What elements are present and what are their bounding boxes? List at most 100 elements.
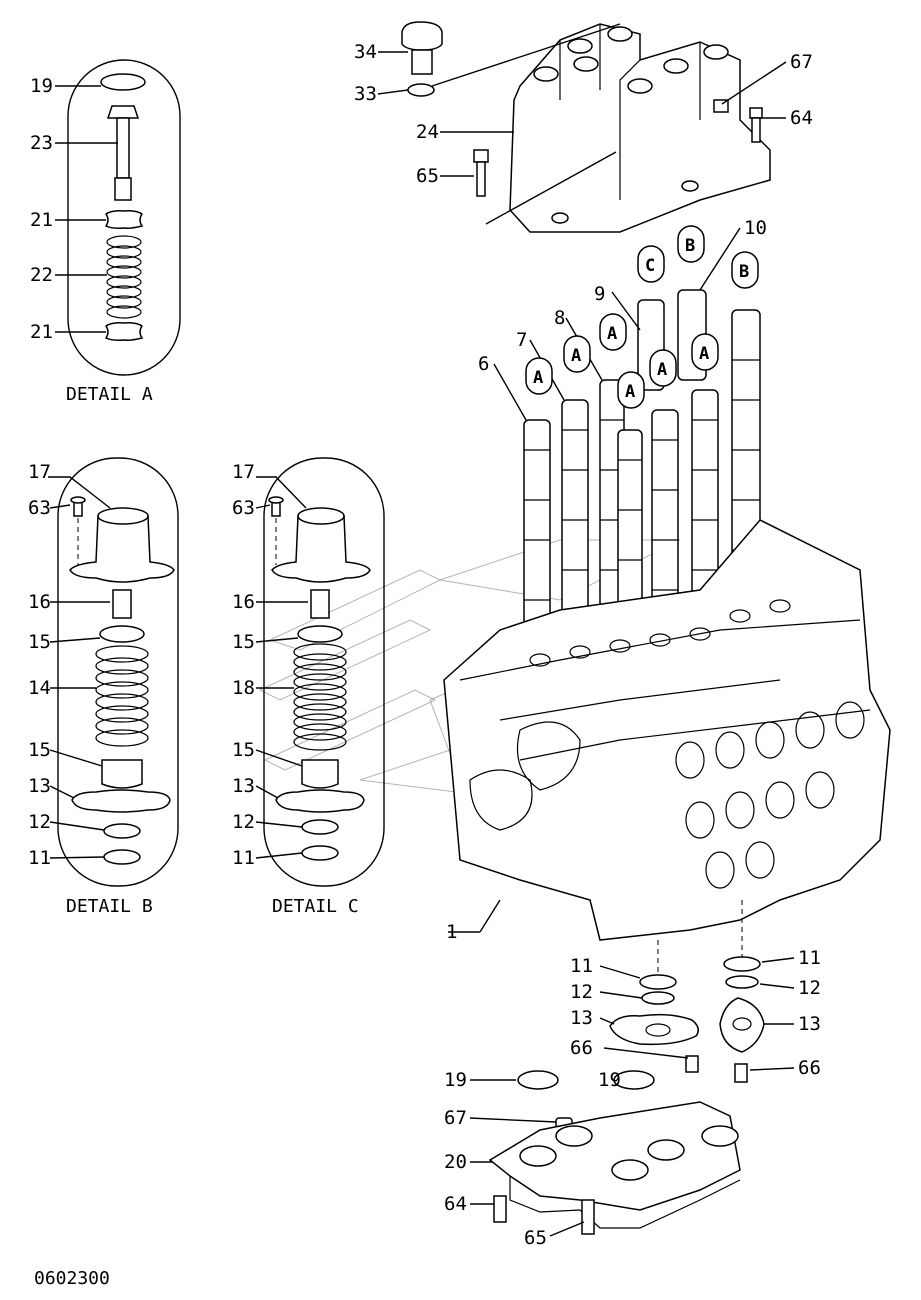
bubble-label: A bbox=[533, 368, 543, 388]
o-ring bbox=[407, 83, 435, 97]
seal bbox=[301, 819, 339, 835]
bubble-label: A bbox=[571, 346, 581, 366]
seal bbox=[639, 974, 677, 990]
flange-plate bbox=[71, 789, 171, 813]
o-ring bbox=[100, 73, 146, 91]
spool-end bbox=[112, 589, 132, 619]
callout-label: 19 bbox=[598, 1069, 621, 1091]
detail-c-outline bbox=[263, 457, 385, 887]
bubble bbox=[525, 357, 553, 395]
spring bbox=[95, 645, 149, 747]
bubble bbox=[691, 333, 719, 371]
callout-label: 13 bbox=[798, 1013, 821, 1035]
callout-label: 11 bbox=[28, 847, 51, 869]
callout-label: 66 bbox=[570, 1037, 593, 1059]
seal bbox=[301, 845, 339, 861]
cover-body bbox=[509, 23, 771, 233]
flange-plate bbox=[719, 997, 765, 1053]
o-ring bbox=[613, 1070, 655, 1090]
spring-seat bbox=[99, 625, 145, 643]
bubble-label: A bbox=[625, 382, 635, 402]
seal bbox=[103, 849, 141, 865]
callout-label: 15 bbox=[28, 631, 51, 653]
spool bbox=[523, 419, 551, 651]
detail-reference-bubbles: A A A A A A C B B bbox=[525, 225, 759, 409]
callout-label: 13 bbox=[570, 1007, 593, 1029]
callout-label: 1 bbox=[446, 921, 457, 943]
bubble-label: A bbox=[607, 324, 617, 344]
lower-cap-left: 11 12 13 66 bbox=[570, 940, 699, 1073]
spring bbox=[106, 235, 142, 319]
spool-set: 6 7 8 9 10 2 3 4 5 bbox=[478, 217, 785, 701]
detail-caption: DETAIL C bbox=[272, 896, 359, 917]
callout-label: 11 bbox=[570, 955, 593, 977]
plug bbox=[401, 21, 443, 51]
callout-label: 21 bbox=[30, 209, 53, 231]
callout-label: 12 bbox=[798, 977, 821, 999]
bolt bbox=[734, 1063, 748, 1083]
cap-housing bbox=[271, 509, 371, 583]
callout-label: 15 bbox=[28, 739, 51, 761]
spring-seat bbox=[301, 759, 339, 789]
detail-b-outline bbox=[57, 457, 179, 887]
spool-stem bbox=[116, 117, 130, 179]
spring-seat bbox=[104, 322, 144, 341]
callout-label: 11 bbox=[232, 847, 255, 869]
spring bbox=[293, 643, 347, 751]
drawing-number: 0602300 bbox=[34, 1268, 110, 1289]
bolt bbox=[751, 117, 761, 143]
lower-cap-right: 11 12 13 66 bbox=[719, 900, 821, 1083]
bolt bbox=[493, 1195, 507, 1223]
port-row bbox=[529, 599, 791, 667]
bubble-label: C bbox=[645, 256, 655, 276]
bubble bbox=[563, 335, 591, 373]
bolt bbox=[581, 1199, 595, 1235]
bubble bbox=[649, 349, 677, 387]
cover-body bbox=[488, 1101, 741, 1211]
bubble-label: A bbox=[699, 344, 709, 364]
callout-label: 8 bbox=[554, 307, 565, 329]
flange-plate bbox=[275, 789, 365, 813]
callout-label: 65 bbox=[524, 1227, 547, 1249]
detail-b-group: 17 63 16 15 14 15 13 12 11 DETAIL B bbox=[28, 457, 179, 917]
callout-label: 13 bbox=[232, 775, 255, 797]
bubble bbox=[637, 245, 665, 283]
callout-label: 19 bbox=[30, 75, 53, 97]
callout-label: 33 bbox=[354, 83, 377, 105]
callout-label: 10 bbox=[744, 217, 767, 239]
bottom-cover-assembly: 19 19 67 20 64 65 bbox=[444, 1069, 741, 1249]
callout-label: 11 bbox=[798, 947, 821, 969]
bolt bbox=[476, 161, 486, 197]
callout-label: 13 bbox=[28, 775, 51, 797]
valve-body: 1 bbox=[443, 519, 891, 943]
callout-label: 7 bbox=[516, 329, 527, 351]
bubble bbox=[677, 225, 705, 263]
callout-label: 17 bbox=[232, 461, 255, 483]
seal bbox=[103, 823, 141, 839]
callout-label: 67 bbox=[444, 1107, 467, 1129]
spring-seat bbox=[297, 625, 343, 643]
spool-end bbox=[114, 177, 132, 201]
bubble-label: B bbox=[685, 236, 695, 256]
callout-label: 19 bbox=[444, 1069, 467, 1091]
spring-seat bbox=[104, 210, 144, 229]
callout-label: 64 bbox=[790, 107, 813, 129]
detail-caption: DETAIL B bbox=[66, 896, 153, 917]
flange-plate bbox=[609, 1013, 699, 1046]
callout-label: 22 bbox=[30, 264, 53, 286]
callout-label: 15 bbox=[232, 739, 255, 761]
plug-thread bbox=[411, 49, 433, 75]
o-ring bbox=[517, 1070, 559, 1090]
seal bbox=[723, 956, 761, 972]
callout-label: 12 bbox=[570, 981, 593, 1003]
callout-label: 67 bbox=[790, 51, 813, 73]
cap-housing bbox=[69, 509, 175, 583]
detail-caption: DETAIL A bbox=[66, 384, 153, 405]
callout-label: 9 bbox=[594, 283, 605, 305]
detail-c-group: 17 63 16 15 18 15 13 12 11 DETAIL C bbox=[232, 457, 385, 917]
callout-label: 23 bbox=[30, 132, 53, 154]
spool bbox=[561, 399, 589, 621]
bubble-label: A bbox=[657, 360, 667, 380]
top-cover-assembly: 34 33 24 65 67 64 bbox=[354, 21, 813, 233]
